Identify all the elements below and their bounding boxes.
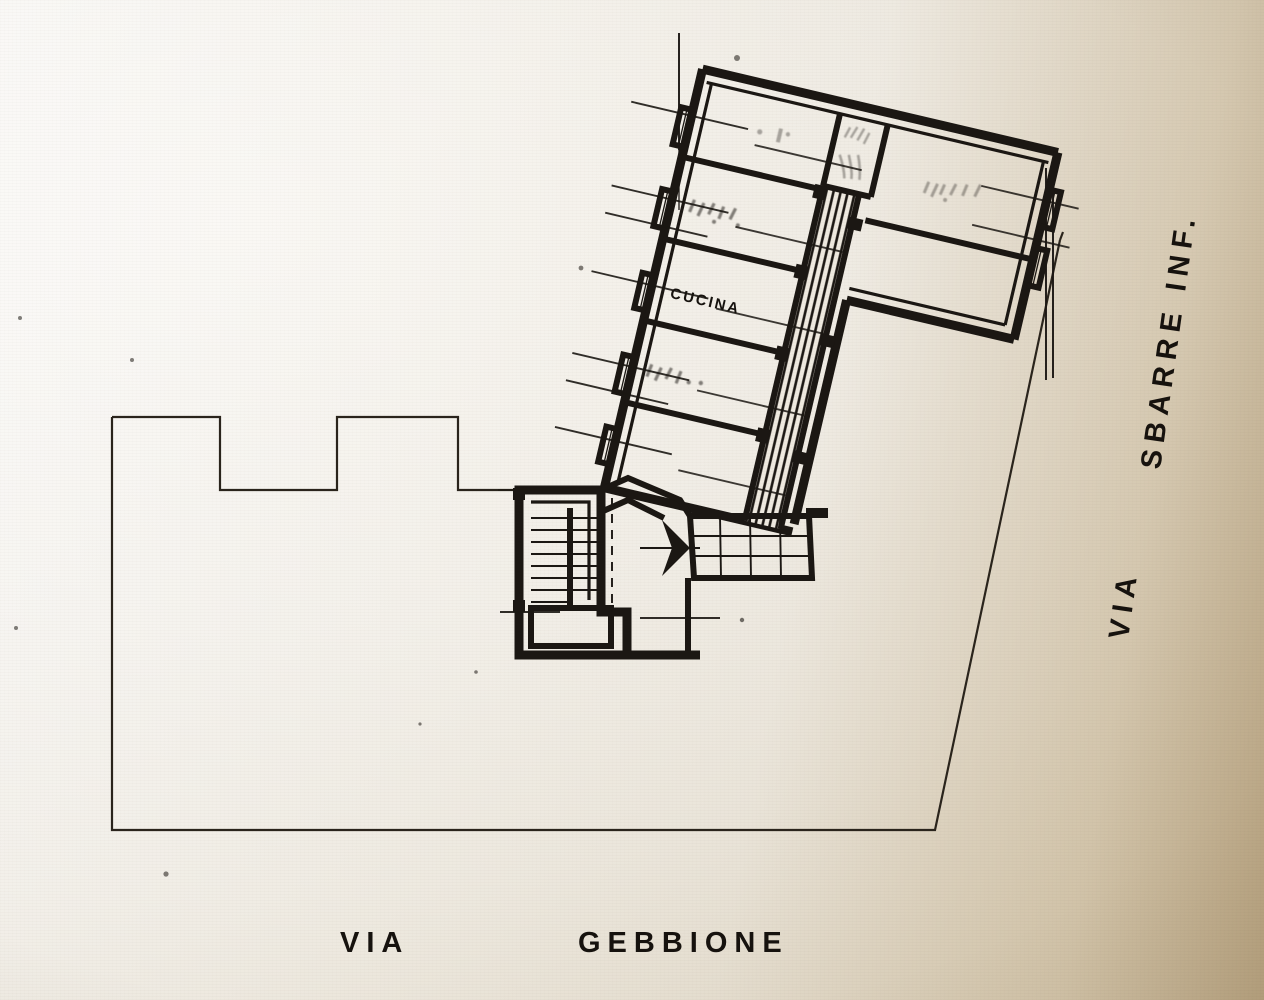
apartment-block: CUCINA: [554, 64, 1079, 537]
stair-treads-right: [570, 517, 604, 591]
stair-treads-left: [531, 517, 570, 603]
street-label-sbarre-word2: SBARRE INF.: [1135, 210, 1203, 471]
street-label-gebbione-word1: VIA: [340, 927, 409, 959]
entrance-direction-arrow: [640, 520, 700, 576]
ne-wing-partition: [864, 217, 1034, 263]
dimension-leaders: [554, 100, 1079, 497]
entry-corridor: [599, 474, 693, 521]
street-label-sbarre: VIA SBARRE INF.: [1103, 210, 1203, 641]
property-boundary: [110, 231, 1065, 832]
room-label-north: [757, 128, 791, 143]
terrace-tile-grid: [690, 515, 811, 579]
street-label-gebbione: VIA GEBBIONE: [340, 927, 789, 959]
lower-passage: [627, 578, 745, 660]
interior-partitions: [623, 153, 823, 438]
door-jambs: [755, 183, 864, 466]
street-label-gebbione-word2: GEBBIONE: [578, 927, 789, 959]
stair-core: [498, 485, 632, 660]
room-label-lower: [645, 363, 704, 386]
scan-specks: [14, 55, 1027, 877]
east-wall-openings: [1026, 186, 1065, 292]
service-closet: [820, 113, 891, 200]
room-label-upper-mid: [688, 199, 740, 228]
tiled-terrace: [686, 508, 828, 581]
corridor-scribble-annotation: [838, 126, 871, 181]
terrace-edge-nib: [806, 508, 828, 518]
room-label-northeast: [922, 181, 982, 202]
room-label-cucina: CUCINA: [669, 285, 743, 318]
street-label-sbarre-word1: VIA: [1103, 568, 1144, 641]
